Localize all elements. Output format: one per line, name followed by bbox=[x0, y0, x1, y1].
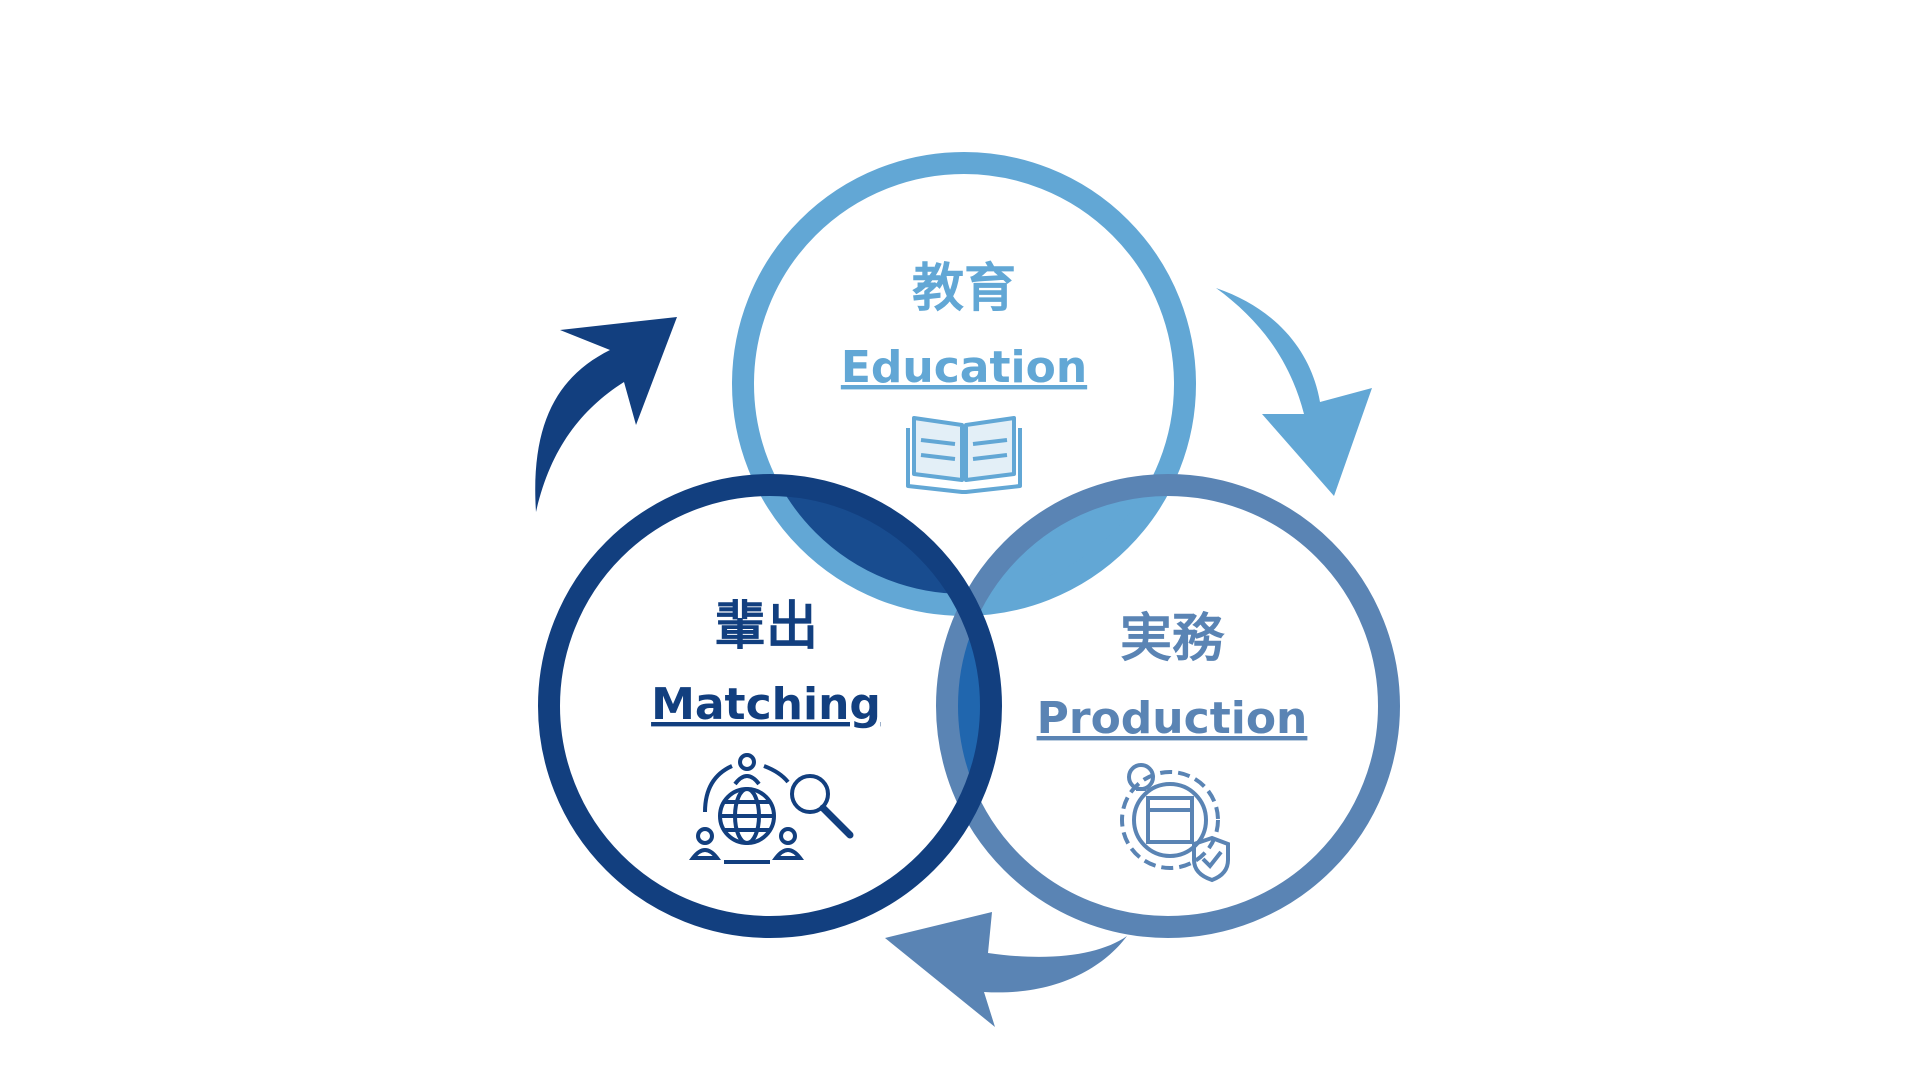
matching-circle bbox=[538, 474, 1002, 938]
arrow-production-to-matching bbox=[885, 912, 1127, 1027]
matching-title-jp: 輩出 bbox=[714, 597, 818, 657]
matching-title-en[interactable]: Matching bbox=[651, 679, 881, 730]
gear-product-shield-icon bbox=[1120, 763, 1230, 883]
education-link[interactable]: Education bbox=[841, 342, 1087, 393]
global-network-search-icon bbox=[688, 753, 854, 864]
education-title-en[interactable]: Education bbox=[841, 342, 1087, 393]
arrow-matching-to-education bbox=[535, 317, 677, 512]
education-title-jp: 教育 bbox=[912, 259, 1016, 319]
production-link[interactable]: Production bbox=[1037, 693, 1308, 744]
arrow-education-to-production bbox=[1216, 288, 1372, 496]
open-book-icon bbox=[906, 416, 1022, 494]
production-title-en[interactable]: Production bbox=[1037, 693, 1308, 744]
production-circle bbox=[936, 474, 1400, 938]
production-title-jp: 実務 bbox=[1120, 609, 1225, 669]
matching-link[interactable]: Matching bbox=[651, 679, 881, 730]
